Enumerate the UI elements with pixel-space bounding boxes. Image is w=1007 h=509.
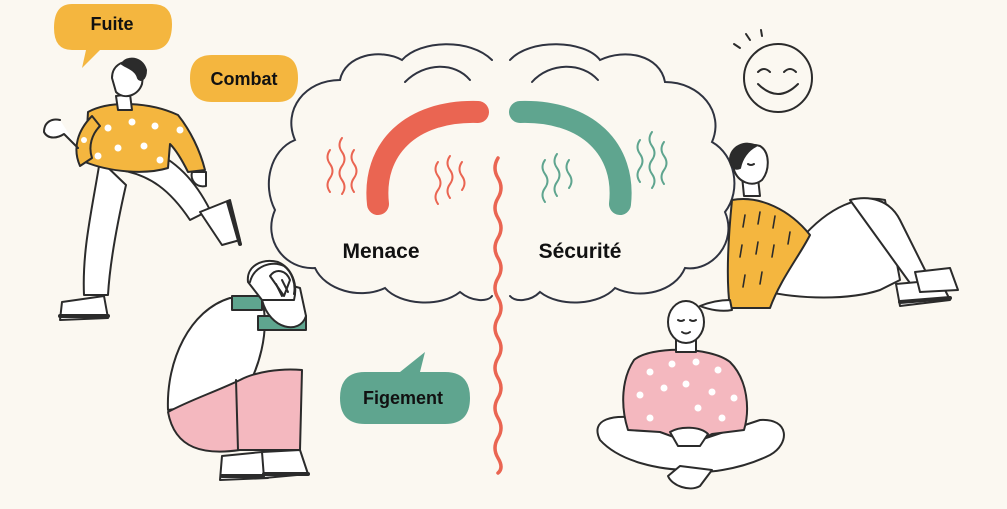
bubble-combat: Combat — [190, 55, 298, 102]
brain-label-safety: Sécurité — [539, 240, 622, 263]
threat-squiggles — [326, 137, 466, 205]
meditating-person — [596, 300, 785, 490]
bubble-combat-text: Combat — [211, 69, 278, 89]
brain-outline — [267, 43, 736, 304]
brain-divider-wave — [493, 156, 503, 475]
safety-squiggles — [541, 131, 668, 203]
bubble-figement-text: Figement — [363, 388, 443, 408]
sitting-person — [699, 142, 959, 312]
smiley-sun-icon — [733, 29, 813, 113]
brain-label-threat: Menace — [342, 240, 419, 263]
threat-gauge-arc — [366, 100, 489, 215]
crouching-person — [166, 260, 310, 481]
bubble-fuite: Fuite — [54, 4, 172, 68]
running-person — [43, 57, 242, 321]
bubble-figement: Figement — [340, 352, 470, 424]
safety-gauge-arc — [509, 100, 632, 215]
bubble-fuite-text: Fuite — [91, 14, 134, 34]
